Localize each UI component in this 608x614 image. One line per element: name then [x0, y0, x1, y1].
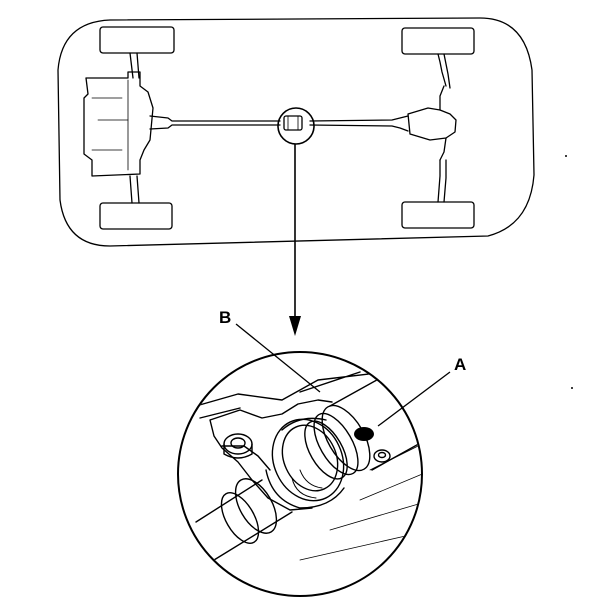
engine-transmission — [83, 71, 154, 177]
rear-differential — [407, 107, 457, 141]
rear-right-wheel — [401, 201, 475, 229]
callout-a-leader — [377, 371, 451, 427]
zoom-arrow — [289, 144, 301, 336]
detail-highlight-circle — [277, 107, 315, 145]
callout-a-label: A — [454, 355, 466, 374]
rear-left-wheel — [401, 27, 475, 55]
vehicle-overview — [57, 17, 535, 247]
vehicle-body-outline — [57, 17, 535, 247]
propeller-shaft-rear — [309, 115, 409, 132]
rear-axle-lower — [437, 159, 447, 203]
mount-bolt-right — [373, 449, 391, 463]
detail-circle — [177, 351, 423, 597]
front-axle-lower — [129, 175, 133, 204]
callout-b-label: B — [219, 308, 231, 327]
callout-b-leader — [235, 323, 321, 393]
center-bearing-small — [283, 115, 303, 131]
rear-axle-upper — [437, 53, 451, 89]
propeller-shaft-front — [149, 115, 281, 130]
front-right-wheel — [99, 202, 173, 230]
detail-view — [177, 351, 423, 597]
dust-seal — [291, 469, 323, 499]
front-left-wheel — [99, 26, 175, 54]
callout-b: B — [219, 308, 321, 393]
floor-panel — [195, 367, 421, 419]
callout-a: A — [377, 355, 466, 427]
front-axle-upper — [129, 52, 134, 79]
bearing-housing — [265, 417, 345, 509]
propeller-shaft-tube-rear — [195, 478, 293, 561]
mount-bolt-left — [223, 433, 253, 459]
alignment-paint-mark — [354, 427, 374, 441]
